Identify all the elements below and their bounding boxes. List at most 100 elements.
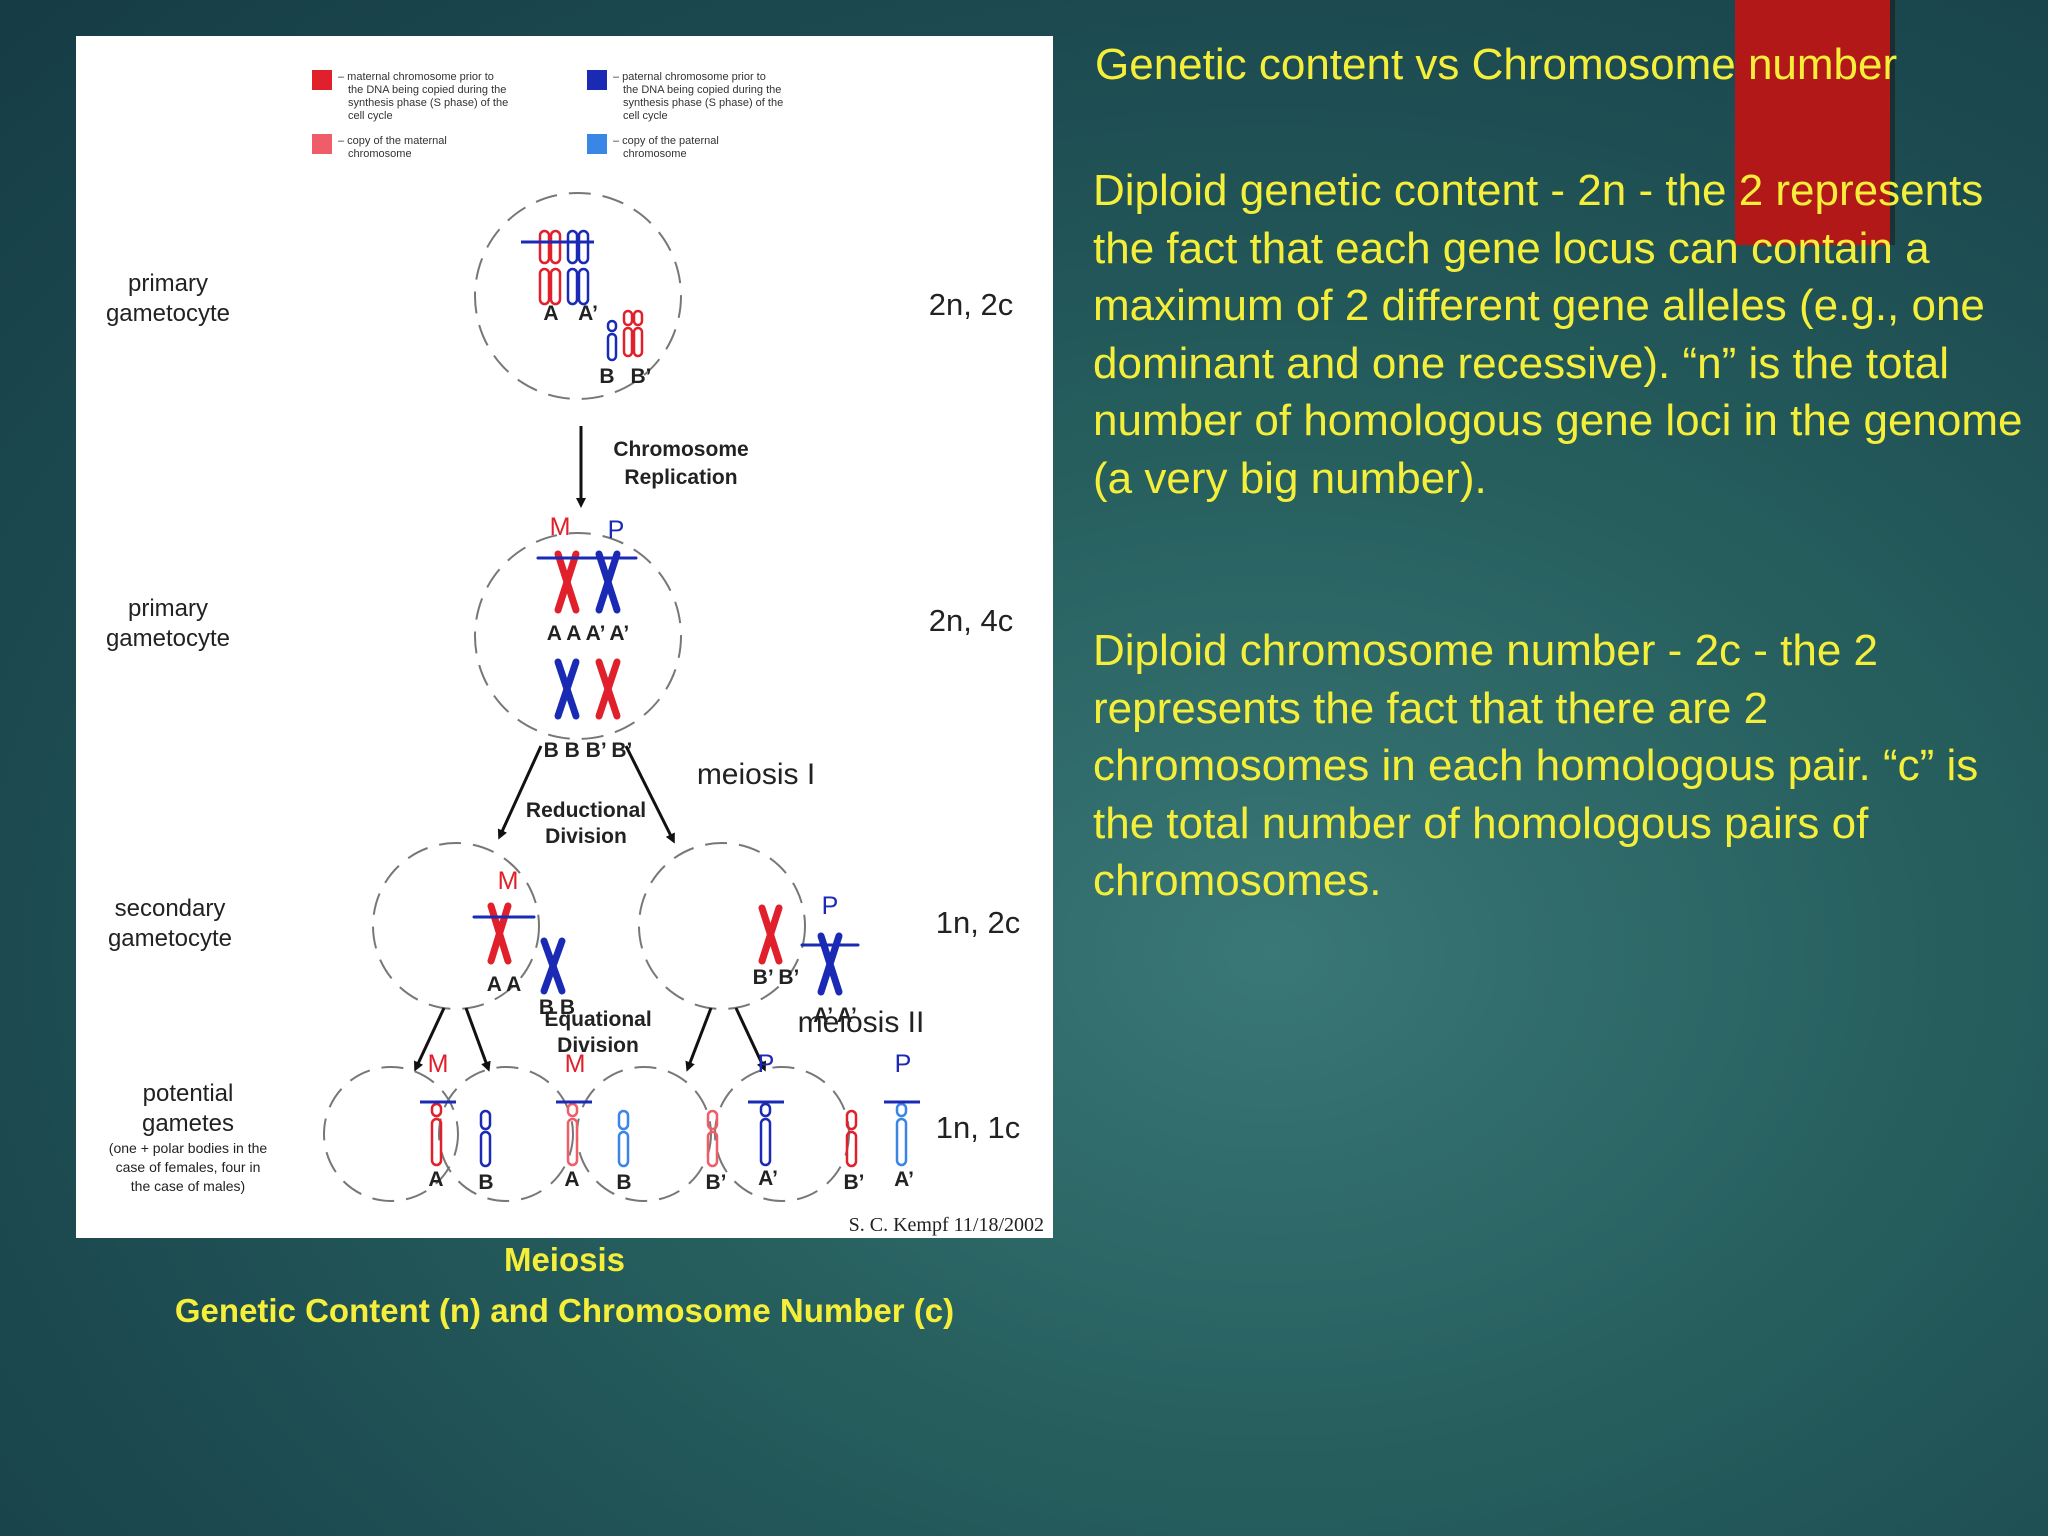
arrow-equational-1 [414,1007,446,1072]
legend-paternal-copy-text: – copy of the paternal [613,135,719,147]
chromatid-pair-paternal-b [540,937,566,995]
arrows [414,426,766,1072]
allele-label: B [616,1171,631,1194]
stage-note: (one + polar bodies in the [109,1140,268,1156]
stage-label-secondary: gametocyte [108,925,232,952]
chromosome-gamete-4-b [845,1109,858,1168]
legend-paternal-text: cell cycle [623,110,668,122]
markers-replicated: M P [550,513,625,544]
cell-gamete-1 [323,1066,459,1202]
markers-secondary: M P [498,867,839,920]
stage-label-potential: potential [143,1080,234,1107]
cell-secondary-left [372,842,540,1010]
legend-swatch-paternal [587,70,607,90]
state-label-2n4c: 2n, 4c [929,603,1013,638]
legend-swatch-paternal-copy [587,134,607,154]
stage-label-primary: primary [128,270,208,297]
meiosis-diagram: – maternal chromosome prior to the DNA b… [106,70,1044,1236]
marker-maternal: M [428,1050,449,1078]
chromosome-gamete-2-a [566,1102,579,1167]
allele-label: A [543,302,558,325]
allele-label: B’ [706,1171,727,1194]
chromatid-pair-maternal-b [595,658,621,720]
reductional-label: Division [545,825,627,848]
stage-labels: primary gametocyte primary gametocyte se… [106,270,267,1194]
legend-paternal-text: – paternal chromosome prior to [613,71,766,83]
allele-label: B [478,1171,493,1194]
allele-label: B’ [631,365,652,388]
chromatid-pair-maternal-a [554,550,580,614]
chromosome-gamete-1-a [430,1102,443,1167]
marker-maternal: M [498,867,519,895]
chromosomes-secondary [472,902,860,996]
allele-labels-primary: A A’ B B’ [543,302,651,388]
stage-label-primary-replicated: primary [128,595,208,622]
arrow-equational-4 [734,1007,766,1072]
legend-maternal-copy-text: chromosome [348,148,412,160]
marker-paternal: P [608,516,625,544]
stage-label-primary: gametocyte [106,300,230,327]
arrow-reductional-right [624,745,675,844]
allele-label: A [428,1168,443,1191]
marker-paternal: P [758,1050,775,1078]
stage-label-potential: gametes [142,1110,234,1137]
allele-label: A [564,1168,579,1191]
legend-maternal-text: the DNA being copied during the [348,84,506,96]
legend-maternal-copy-text: – copy of the maternal [338,135,447,147]
chromosome-maternal-b [622,309,644,358]
genetic-content-paragraph: Diploid genetic content - 2n - the 2 rep… [1093,166,2023,503]
allele-label: A’ [578,302,598,325]
allele-row: B B [539,996,575,1019]
allele-row: B’ B’ [753,966,800,989]
chromosomes-primary [521,229,644,362]
chromosomes-gametes [420,1100,920,1168]
figure-credit: S. C. Kempf 11/18/2002 [849,1214,1044,1236]
state-label-1n1c: 1n, 1c [936,1110,1020,1145]
stage-label-secondary: secondary [115,895,226,922]
cell-primary [474,192,682,400]
stage-note: the case of males) [131,1178,245,1194]
chromosome-gamete-2-b [617,1109,630,1168]
allele-label: B’ [844,1171,865,1194]
cell-gamete-3 [576,1066,712,1202]
arrow-reductional-left [497,745,543,840]
chromosome-gamete-3-b [706,1109,719,1168]
cell-primary-replicated [474,532,682,740]
accent-red-bar [1735,0,1890,245]
markers-gametes: M M P P [428,1050,912,1078]
legend-swatch-maternal-copy [312,134,332,154]
allele-row: A A [487,973,522,996]
chromatid-pair-maternal-b [758,904,783,965]
stage-label-primary-replicated: gametocyte [106,625,230,652]
allele-labels-secondary: A A B B B’ B’ A’ A’ [487,966,857,1027]
allele-labels-replicated: A A A’ A’ B B B’ B’ [544,622,633,762]
marker-paternal: P [895,1050,912,1078]
legend-maternal-text: – maternal chromosome prior to [338,71,494,83]
legend-paternal-text: synthesis phase (S phase) of the [623,97,783,109]
state-labels: 2n, 2c 2n, 4c 1n, 2c 1n, 1c [929,287,1020,1145]
meiosis-figure: – maternal chromosome prior to the DNA b… [76,36,1053,1238]
meiosis-ii-label: meiosis II [798,1006,925,1039]
legend: – maternal chromosome prior to the DNA b… [312,70,783,160]
state-label-1n2c: 1n, 2c [936,905,1020,940]
stage-note: case of females, four in [116,1159,261,1175]
chromosome-number-paragraph: Diploid chromosome number - 2c - the 2 r… [1093,626,1979,906]
marker-paternal: P [822,892,839,920]
marker-maternal: M [550,513,571,541]
allele-row: B B B’ B’ [544,739,633,762]
cell-gamete-4 [714,1066,850,1202]
figure-caption-title: Meiosis [503,1241,626,1278]
chromosome-paternal-b [606,319,618,362]
meiosis-i-label: meiosis I [697,758,815,791]
legend-maternal-text: synthesis phase (S phase) of the [348,97,508,109]
marker-maternal: M [565,1050,586,1078]
chromosomes-replicated [536,550,638,720]
legend-paternal-copy-text: chromosome [623,148,687,160]
legend-paternal-text: the DNA being copied during the [623,84,781,96]
cell-secondary-right [638,842,806,1010]
state-label-2n2c: 2n, 2c [929,287,1013,322]
chromosome-gamete-1-b [479,1109,492,1168]
arrow-equational-2 [464,1007,491,1072]
chromosome-paternal-a [566,229,590,306]
replication-label: Chromosome [613,438,748,461]
